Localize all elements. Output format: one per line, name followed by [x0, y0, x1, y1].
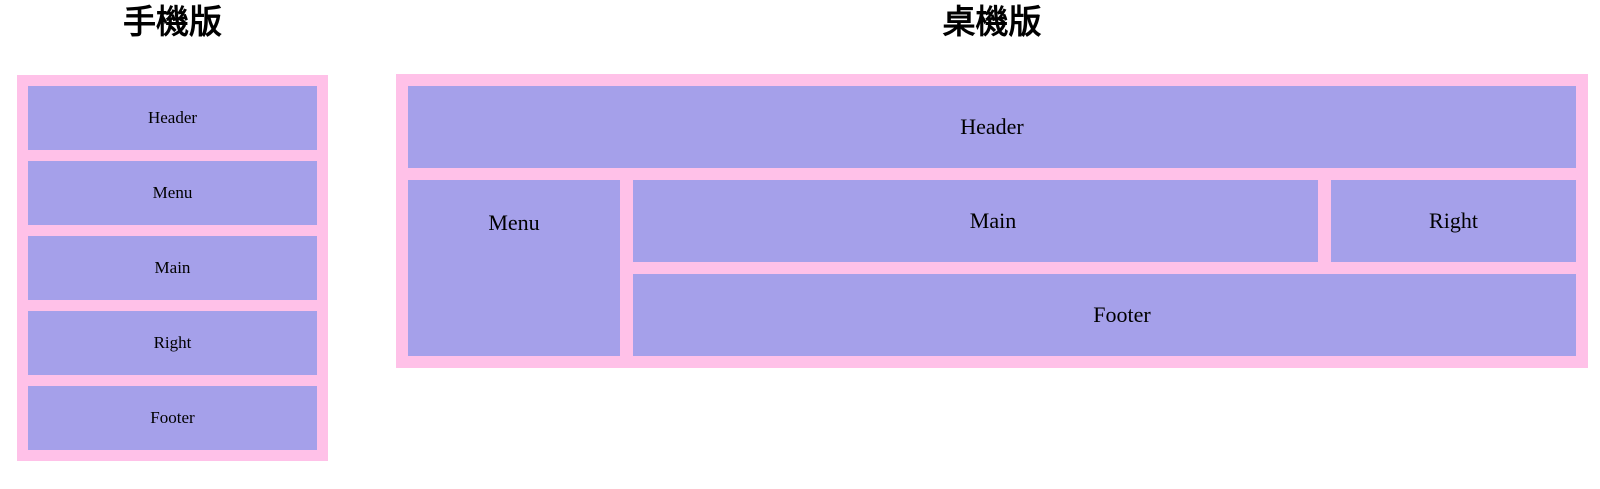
mobile-layout-container: Header Menu Main Right Footer — [17, 75, 328, 461]
desktop-main-box: Main — [633, 180, 1318, 262]
mobile-header-box: Header — [28, 86, 317, 150]
desktop-content-column: Main Right Footer — [633, 180, 1576, 356]
desktop-version-title: 桌機版 — [942, 3, 1042, 40]
desktop-layout-container: Header Menu Main Right Footer — [396, 74, 1588, 368]
desktop-body-row: Menu Main Right Footer — [408, 180, 1576, 356]
desktop-footer-box: Footer — [633, 274, 1576, 356]
desktop-menu-box: Menu — [408, 180, 620, 356]
mobile-right-box: Right — [28, 311, 317, 375]
mobile-menu-box: Menu — [28, 161, 317, 225]
desktop-main-row: Main Right — [633, 180, 1576, 262]
mobile-footer-box: Footer — [28, 386, 317, 450]
desktop-header-box: Header — [408, 86, 1576, 168]
mobile-version-title: 手機版 — [123, 3, 222, 40]
desktop-right-box: Right — [1331, 180, 1576, 262]
mobile-main-box: Main — [28, 236, 317, 300]
